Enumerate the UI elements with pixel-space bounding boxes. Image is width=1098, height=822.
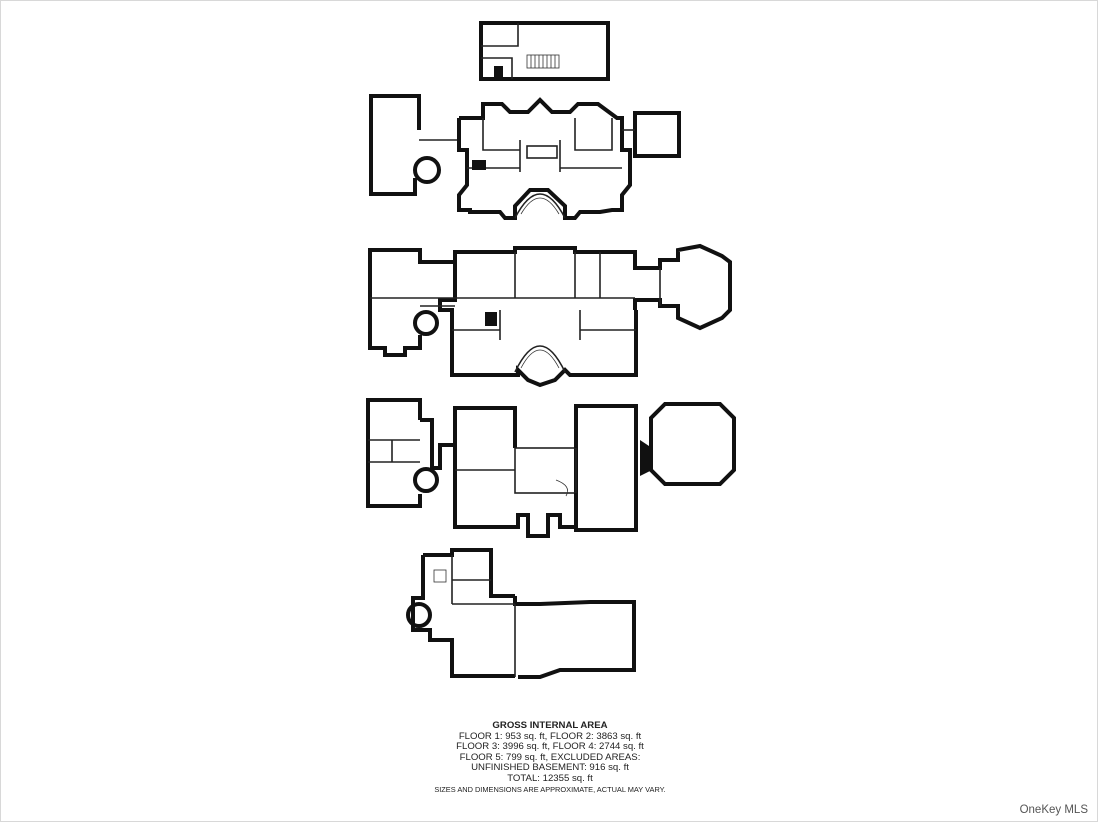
area-line-3: FLOOR 5: 799 sq. ft, EXCLUDED AREAS: <box>459 751 641 763</box>
floor-1-plan <box>406 548 636 679</box>
floor-5-plan <box>479 21 610 81</box>
area-line-2: FLOOR 3: 3996 sq. ft, FLOOR 4: 2744 sq. … <box>456 741 644 753</box>
floor-3-plan <box>368 243 732 388</box>
gross-internal-area-summary: GROSS INTERNAL AREA FLOOR 1: 953 sq. ft,… <box>370 720 730 795</box>
floor-2-plan <box>366 398 736 538</box>
mls-watermark: OneKey MLS <box>1019 804 1088 816</box>
area-disclaimer: SIZES AND DIMENSIONS ARE APPROXIMATE, AC… <box>434 784 666 794</box>
area-line-1: FLOOR 1: 953 sq. ft, FLOOR 2: 3863 sq. f… <box>458 730 642 742</box>
floor-4-plan <box>369 94 681 220</box>
area-title: GROSS INTERNAL AREA <box>492 720 608 731</box>
area-line-5: TOTAL: 12355 sq. ft <box>507 772 593 784</box>
area-line-4: UNFINISHED BASEMENT: 916 sq. ft <box>471 762 629 774</box>
